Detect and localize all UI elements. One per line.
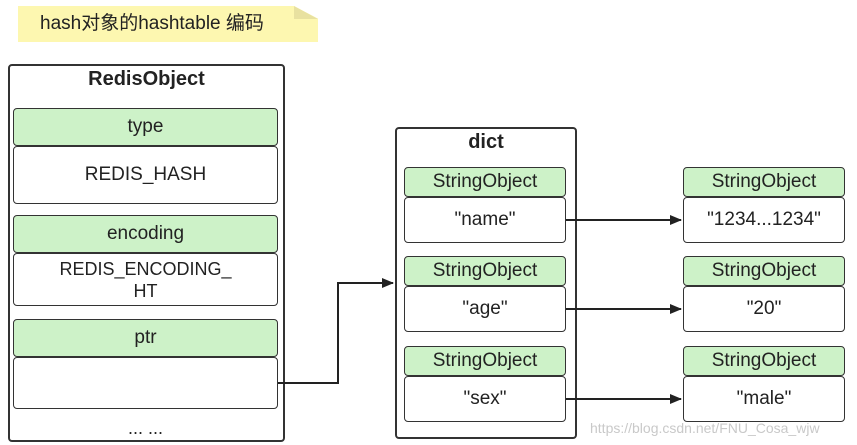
value-type-2: StringObject [683, 346, 845, 376]
value-1: "20" [683, 286, 845, 332]
value-0: "1234...1234" [683, 197, 845, 243]
value-type-1: StringObject [683, 256, 845, 286]
value-2: "male" [683, 376, 845, 422]
more-fields-ellipsis: ... ... [127, 418, 163, 438]
diagram-title-note: hash对象的hashtable 编码 [18, 6, 318, 42]
redis-object-title: RedisObject [88, 68, 205, 90]
ptr-label: ptr [13, 319, 278, 357]
type-value: REDIS_HASH [13, 146, 278, 204]
dict-key-2: "sex" [404, 376, 566, 422]
type-label: type [13, 108, 278, 146]
dict-key-0: "name" [404, 197, 566, 243]
dict-key-type-2: StringObject [404, 346, 566, 376]
ptr-value [13, 357, 278, 409]
dict-title: dict [468, 131, 504, 153]
encoding-value: REDIS_ENCODING_ HT [13, 253, 278, 306]
encoding-label: encoding [13, 215, 278, 253]
dict-key-type-0: StringObject [404, 167, 566, 197]
value-type-0: StringObject [683, 167, 845, 197]
dict-key-type-1: StringObject [404, 256, 566, 286]
watermark-text: https://blog.csdn.net/FNU_Cosa_wjw [590, 420, 820, 436]
dict-key-1: "age" [404, 286, 566, 332]
ptr-to-dict-arrow [278, 278, 394, 384]
